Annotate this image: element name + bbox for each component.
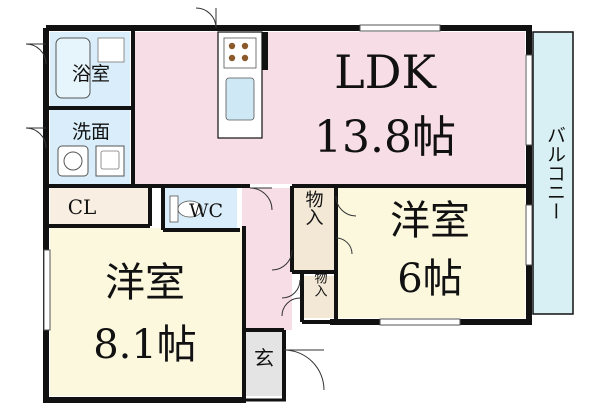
entrance-area [246, 330, 282, 396]
western-room-8-name: 洋室 [105, 260, 185, 306]
western-room-6-size: 6帖 [397, 256, 462, 302]
windows [43, 24, 533, 331]
ldk-size: 13.8帖 [314, 112, 456, 163]
ldk-name: LDK [334, 45, 437, 99]
balcony: バルコニー [532, 31, 574, 315]
stove-burner-icon [241, 54, 249, 62]
bathtub-icon [55, 37, 91, 99]
washroom-label: 洗面 [72, 121, 110, 143]
western-room-8-size: 8.1帖 [93, 322, 197, 368]
stove-burner-icon [228, 42, 236, 50]
hall-area [242, 188, 292, 330]
balcony-label: バルコニー [544, 126, 566, 221]
storage-1-area [292, 188, 334, 272]
interior-walls [46, 28, 529, 400]
storage-2-label: 物入 [312, 271, 328, 297]
sink-icon [225, 77, 255, 121]
toilet-label: WC [189, 200, 223, 222]
storage-1-label: 物入 [303, 190, 324, 226]
door-swings [25, 7, 357, 391]
toilet-fixture-icon [169, 195, 203, 223]
closet-label: CL [68, 195, 97, 219]
stove-burner-icon [228, 54, 236, 62]
entrance-label: 玄 [254, 346, 274, 370]
washing-machine-icon [57, 145, 89, 177]
storage-2-area [304, 276, 334, 318]
western-room-6-name: 洋室 [390, 198, 470, 244]
western-room-8-area [50, 228, 242, 396]
closet-area [50, 188, 148, 224]
ldk-area [135, 32, 525, 184]
western-room-6-area [334, 188, 525, 318]
bath-label: 浴室 [72, 63, 110, 85]
washroom-fixtures [57, 145, 125, 177]
kitchen-counter [217, 31, 268, 139]
stove-burner-icon [241, 42, 249, 50]
